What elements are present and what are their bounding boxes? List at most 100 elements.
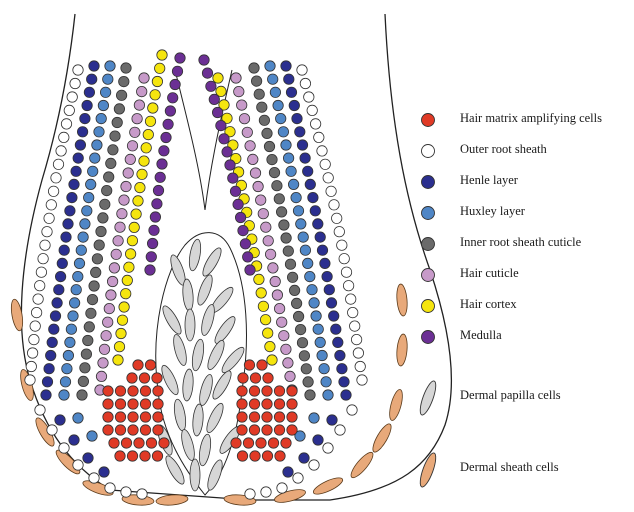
hair-cuticle-cell	[234, 86, 244, 96]
hair-cuticle-cell	[272, 290, 282, 300]
hair-cortex-cell	[139, 156, 149, 166]
henle-cell	[299, 453, 309, 463]
medulla-cell	[147, 238, 157, 248]
huxley-cell	[311, 311, 321, 321]
outer-root-sheath-cell	[48, 186, 58, 196]
henle-cell	[77, 127, 87, 137]
henle-cell	[333, 337, 343, 347]
hair-cortex-cell	[122, 275, 132, 285]
hair-cuticle-cell	[134, 100, 144, 110]
hair-cuticle-cell	[119, 195, 129, 205]
hair-cortex-cell	[155, 63, 165, 73]
outer-root-sheath-cell	[309, 460, 319, 470]
henle-cell	[317, 245, 327, 255]
medulla-cell	[225, 160, 235, 170]
hair-matrix-cell	[237, 386, 247, 396]
outer-root-sheath-cell	[307, 105, 317, 115]
huxley-cell	[86, 179, 96, 189]
huxley-cell	[270, 87, 280, 97]
hair-cortex-cell	[141, 143, 151, 153]
dermal-papilla-cell	[190, 459, 200, 491]
hair-cortex-cell	[114, 342, 124, 352]
hair-matrix-cell	[262, 399, 272, 409]
henle-cell	[322, 271, 332, 281]
henle-cell	[57, 258, 67, 268]
outer-root-sheath-cell	[27, 348, 37, 358]
henle-cell	[69, 179, 79, 189]
hair-matrix-cell	[103, 386, 113, 396]
hair-cortex-cell	[116, 328, 126, 338]
medulla-cell	[222, 147, 232, 157]
dermal-sheath-cell	[18, 368, 36, 401]
outer-root-sheath-cell	[341, 267, 351, 277]
henle-cell	[327, 415, 337, 425]
henle-cell	[67, 192, 77, 202]
outer-root-sheath-cell	[337, 240, 347, 250]
outer-root-sheath-cell	[317, 146, 327, 156]
huxley-cell	[298, 232, 308, 242]
henle-cell	[65, 206, 75, 216]
irs-cuticle-cell	[86, 308, 96, 318]
hair-cuticle-cell	[242, 127, 252, 137]
hair-cuticle-cell	[237, 100, 247, 110]
hair-cuticle-cell	[123, 168, 133, 178]
outer-root-sheath-cell	[38, 254, 48, 264]
irs-cuticle-cell	[283, 246, 293, 256]
irs-cuticle-cell	[257, 102, 267, 112]
huxley-cell	[100, 87, 110, 97]
outer-root-sheath-cell	[137, 489, 147, 499]
hair-matrix-cell	[274, 386, 284, 396]
henle-cell	[284, 74, 294, 84]
huxley-cell	[94, 127, 104, 137]
hair-matrix-cell	[115, 399, 125, 409]
huxley-cell	[92, 140, 102, 150]
henle-cell	[337, 364, 347, 374]
huxley-cell	[296, 219, 306, 229]
hair-cuticle-cell	[250, 168, 260, 178]
irs-cuticle-cell	[116, 90, 126, 100]
hair-matrix-cell	[140, 386, 150, 396]
outer-root-sheath-cell	[121, 487, 131, 497]
legend-swatch	[412, 448, 452, 492]
hair-matrix-cell	[109, 438, 119, 448]
dermal-sheath-cell	[396, 284, 409, 317]
huxley-cell	[90, 153, 100, 163]
henle-cell	[87, 74, 97, 84]
huxley-cell	[65, 337, 75, 347]
medulla-cell	[219, 134, 229, 144]
outer-root-sheath-cell	[347, 405, 357, 415]
medulla-cell	[212, 107, 222, 117]
hair-cortex-cell	[127, 236, 137, 246]
hair-matrix-cell	[243, 438, 253, 448]
hair-cortex-cell	[145, 116, 155, 126]
legend-label: Hair cortex	[460, 297, 517, 312]
hair-cortex-cell	[131, 209, 141, 219]
hair-matrix-cell	[115, 412, 125, 422]
hair-cuticle-cell	[121, 181, 131, 191]
henle-cell	[315, 232, 325, 242]
henle-cell	[50, 311, 60, 321]
irs-cuticle-cell	[279, 220, 289, 230]
henle-cell	[59, 245, 69, 255]
irs-cuticle-cell	[104, 172, 114, 182]
legend-swatch	[412, 108, 452, 132]
henle-cell	[308, 192, 318, 202]
henle-cell	[300, 153, 310, 163]
huxley-cell	[283, 153, 293, 163]
hair-matrix-cell	[244, 360, 254, 370]
outer-root-sheath-cell	[51, 173, 61, 183]
hair-matrix-cell	[139, 373, 149, 383]
medulla-cell	[153, 185, 163, 195]
legend-swatch	[412, 294, 452, 318]
huxley-cell	[265, 61, 275, 71]
irs-cuticle-cell	[98, 213, 108, 223]
outer-root-sheath-cell	[346, 294, 356, 304]
legend-label: Inner root sheath cuticle	[460, 235, 581, 250]
hair-matrix-cell	[249, 399, 259, 409]
legend-swatch	[412, 232, 452, 256]
outer-root-sheath-cell	[310, 119, 320, 129]
irs-cuticle-cell	[269, 167, 279, 177]
hair-cuticle-cell	[117, 209, 127, 219]
outer-root-sheath-cell	[334, 227, 344, 237]
irs-cuticle-cell	[78, 376, 88, 386]
